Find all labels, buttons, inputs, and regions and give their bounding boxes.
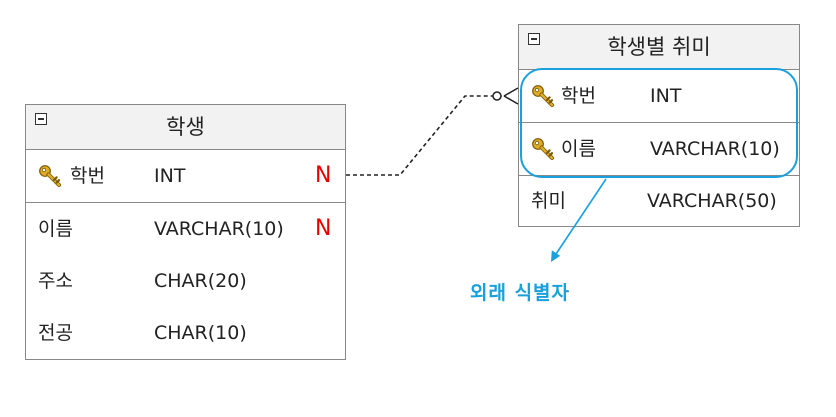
collapse-icon[interactable] (528, 33, 540, 45)
column-name: 주소 (38, 270, 73, 292)
foreign-key-highlight (520, 68, 798, 178)
collapse-icon[interactable] (35, 113, 47, 125)
entity-student[interactable]: 학생 학번 INT N 이름 VARCHAR(10) N 주소 CHAR(20)… (25, 104, 346, 360)
annotation-arrow (555, 178, 607, 255)
table-row[interactable]: 학번 INT (519, 70, 799, 123)
table-row[interactable]: 이름 VARCHAR(10) (519, 123, 799, 176)
column-type: INT (650, 85, 682, 107)
annotation-arrowhead (551, 250, 561, 262)
entity-header: 학생별 취미 (519, 25, 799, 70)
column-type: VARCHAR(10) (154, 218, 284, 240)
not-null-flag: N (315, 216, 332, 241)
column-type: VARCHAR(10) (650, 138, 780, 160)
column-name: 이름 (38, 218, 73, 240)
table-row[interactable]: 학번 INT N (26, 150, 345, 203)
table-row[interactable]: 주소 CHAR(20) (26, 255, 345, 307)
entity-student-hobby[interactable]: 학생별 취미 학번 INT 이름 VARCHAR(10) 취미 VARCHAR(… (518, 24, 800, 227)
column-type: INT (154, 165, 186, 187)
relationship-line[interactable] (346, 95, 505, 176)
entity-header: 학생 (26, 105, 345, 150)
column-name: 전공 (38, 322, 73, 344)
column-name: 이름 (561, 138, 596, 160)
column-type: CHAR(10) (154, 322, 247, 344)
column-type: CHAR(20) (154, 270, 247, 292)
column-name: 학번 (561, 85, 596, 107)
entity-title: 학생 (166, 115, 205, 139)
relationship-crowsfoot-marker (503, 87, 519, 105)
entity-title: 학생별 취미 (607, 35, 711, 59)
column-name: 학번 (70, 165, 105, 187)
table-row[interactable]: 취미 VARCHAR(50) (519, 175, 799, 227)
column-type: VARCHAR(50) (647, 190, 777, 212)
foreign-identifier-label: 외래 식별자 (470, 282, 571, 304)
not-null-flag: N (315, 163, 332, 188)
table-row[interactable]: 이름 VARCHAR(10) N (26, 203, 345, 255)
column-name: 취미 (531, 190, 566, 212)
table-row[interactable]: 전공 CHAR(10) (26, 307, 345, 359)
relationship-zero-marker (492, 91, 502, 101)
